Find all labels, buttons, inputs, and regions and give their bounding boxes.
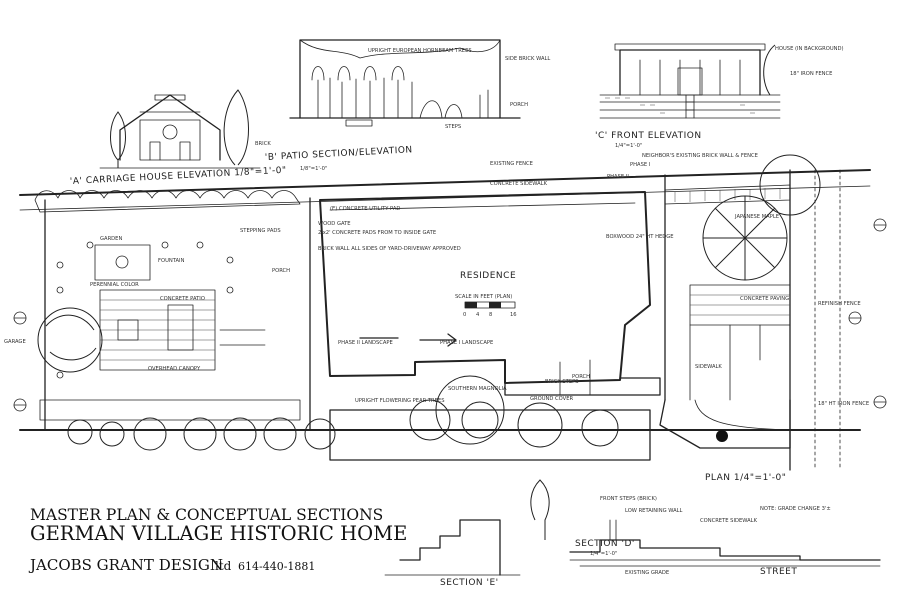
patio-section-scale: 1/8"=1'-0" <box>300 166 327 172</box>
section-e-title: SECTION 'E' <box>440 578 499 588</box>
refinish-fence-label: REFINISH FENCE <box>818 301 861 307</box>
section-d-title: SECTION 'D' <box>575 539 635 549</box>
existing-grade-label: EXISTING GRADE <box>625 570 669 576</box>
firm-phone: 614-440-1881 <box>238 560 315 573</box>
scale-tick-3: 16 <box>510 312 517 318</box>
sidewalk-label: SIDEWALK <box>695 364 722 370</box>
garage-elevation-title: 'A' CARRIAGE HOUSE ELEVATION 1/8"=1'-0" <box>70 166 287 187</box>
wood-gate-label: WOOD GATE <box>318 221 351 227</box>
concrete-patio-label: CONCRETE PATIO <box>160 296 205 302</box>
svg-text:PORCH: PORCH <box>510 102 528 108</box>
phase1-landscape-label: PHASE I LANDSCAPE <box>440 340 493 346</box>
scale-tick-1: 4 <box>476 312 480 318</box>
grade-note-label: NOTE: GRADE CHANGE 3'± <box>760 506 831 512</box>
front-steps-label: FRONT STEPS (BRICK) <box>600 496 657 502</box>
residence-label: RESIDENCE <box>460 271 516 281</box>
concrete-sidewalk-label: CONCRETE SIDEWALK <box>490 181 548 187</box>
scale-tick-0: 0 <box>463 312 466 318</box>
neighbors-wall-label: NEIGHBOR'S EXISTING BRICK WALL & FENCE <box>642 153 758 159</box>
perennial-color-label: PERENNIAL COLOR <box>90 282 139 288</box>
house-background-label: HOUSE (IN BACKGROUND) <box>775 46 844 52</box>
concrete-paving-label: CONCRETE PAVING <box>740 296 789 302</box>
phase2-top-label: PHASE II <box>607 174 629 180</box>
plan-title: PLAN 1/4"=1'-0" <box>705 473 786 483</box>
brick-wall-note: BRICK WALL ALL SIDES OF YARD-DRIVEWAY AP… <box>318 246 461 252</box>
garage-label: GARAGE <box>4 339 26 345</box>
phase1-top-label: PHASE I <box>630 162 651 168</box>
upright-pear-label: UPRIGHT FLOWERING PEAR TREES <box>355 398 445 404</box>
iron-fence-plan-label: 18" HT IRON FENCE <box>818 401 869 407</box>
scale-tick-2: 8 <box>489 312 492 318</box>
brick-steps-label: BRICK STEPS <box>545 379 579 385</box>
firm-suffix: ltd <box>215 559 232 573</box>
scale-caption: SCALE IN FEET (PLAN) <box>455 294 512 300</box>
patio-section-title: 'B' PATIO SECTION/ELEVATION <box>265 145 413 163</box>
low-retaining-wall-label: LOW RETAINING WALL <box>625 508 683 514</box>
title-line-2: GERMAN VILLAGE HISTORIC HOME <box>30 522 407 545</box>
front-elevation-scale: 1/4"=1'-0" <box>615 143 642 149</box>
porch-lower-label: PORCH <box>572 374 590 380</box>
title-block: MASTER PLAN & CONCEPTUAL SECTIONS GERMAN… <box>28 506 407 574</box>
ground-cover-label: GROUND COVER <box>530 396 573 402</box>
site-plan: 0 4 8 16 <box>13 154 887 471</box>
street-label: STREET <box>760 567 797 577</box>
section-d-drawing <box>569 519 881 567</box>
iron-fence-elev-label: 18" IRON FENCE <box>790 71 832 77</box>
porch-label: PORCH <box>272 268 290 274</box>
overhead-canopy-label: OVERHEAD CANOPY <box>148 366 201 372</box>
svg-text:BRICK: BRICK <box>255 141 271 147</box>
concrete-pads-label: 2'x2' CONCRETE PADS FROM TO INSIDE GATE <box>318 230 436 236</box>
carriage-house-elevation: BRICK <box>99 89 271 169</box>
concrete-sidewalk-front-label: CONCRETE SIDEWALK <box>700 518 758 524</box>
southern-magnolia-label: SOUTHERN MAGNOLIA <box>448 386 507 392</box>
phase2-landscape-label: PHASE II LANDSCAPE <box>338 340 393 346</box>
garden-label: GARDEN <box>100 236 122 242</box>
japanese-maple-label: JAPANESE MAPLE <box>734 214 779 220</box>
utility-pad-label: (E) CONCRETE UTILITY PAD <box>330 206 400 212</box>
firm-name: JACOBS GRANT DESIGN <box>28 556 223 574</box>
section-d-scale: 1/4"=1'-0" <box>590 551 617 557</box>
patio-section-elevation: UPRIGHT EUROPEAN HORNBEAM TREES SIDE BRI… <box>289 39 550 130</box>
svg-text:STEPS: STEPS <box>445 124 461 130</box>
hornbeam-label: UPRIGHT EUROPEAN HORNBEAM TREES <box>368 48 472 54</box>
existing-fence-label: EXISTING FENCE <box>490 161 533 167</box>
section-e-drawing <box>384 479 550 576</box>
side-brick-wall-label: SIDE BRICK WALL <box>505 56 550 62</box>
fountain-label: FOUNTAIN <box>158 258 185 264</box>
title-line-1: MASTER PLAN & CONCEPTUAL SECTIONS <box>30 506 383 524</box>
scale-bar: 0 4 8 16 <box>463 301 517 318</box>
front-elevation: HOUSE (IN BACKGROUND) 18" IRON FENCE <box>599 43 844 119</box>
boxwood-hedge-label: BOXWOOD 24" HT HEDGE <box>606 234 674 240</box>
front-elevation-title: 'C' FRONT ELEVATION <box>595 131 702 141</box>
stepping-pads-label: STEPPING PADS <box>240 228 281 234</box>
